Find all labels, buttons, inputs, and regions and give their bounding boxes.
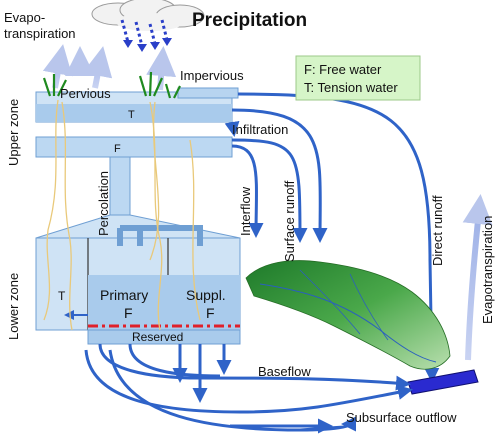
outlet (407, 369, 479, 395)
reserved-tank (87, 329, 241, 345)
upper-tension-label: T (128, 109, 135, 121)
legend-free-water: F: Free water (304, 62, 382, 77)
direct-runoff-arrow (237, 92, 440, 383)
lower-zone-label: Lower zone (6, 273, 21, 340)
baseflow-arrow (98, 343, 411, 391)
percolation-label: Percolation (96, 171, 111, 236)
evapotranspiration-left-line1: Evapo- (4, 10, 45, 25)
interflow-label: Interflow (238, 186, 253, 236)
supplementary-free-label: F (206, 305, 215, 321)
surface-runoff-label: Surface runoff (282, 180, 297, 262)
interflow-arrow (231, 144, 264, 238)
reserved-label: Reserved (132, 330, 183, 344)
primary-free-label: F (124, 305, 133, 321)
legend-tension-water: T: Tension water (304, 80, 398, 95)
subsurface-outflow-arrow (108, 349, 357, 432)
legend-box (295, 55, 421, 101)
lower-tension-label: T (58, 289, 66, 303)
terrain-icon (245, 260, 451, 370)
plant-icon (42, 71, 181, 99)
infiltration-arrow (224, 120, 240, 137)
percolation-pipe (109, 156, 131, 216)
surface-runoff-arrow (231, 138, 308, 243)
evapotranspiration-right-arrow (462, 194, 493, 361)
primary-label: Primary (100, 287, 148, 303)
evapotranspiration-right-label: Evapotranspiration (480, 216, 495, 324)
baseflow-arrow-2 (84, 349, 413, 414)
pervious-label: Pervious (60, 86, 111, 101)
impervious-surface (177, 87, 239, 99)
cloud-icon (91, 0, 205, 31)
baseflow-label: Baseflow (258, 364, 311, 379)
subsurface-outflow-label: Subsurface outflow (346, 410, 457, 425)
supplementary-label: Suppl. (186, 287, 226, 303)
upper-free-label: F (114, 143, 121, 155)
distribution-pipes (117, 225, 203, 246)
upper-zone-label: Upper zone (6, 99, 21, 166)
evapotranspiration-arrows (42, 44, 177, 91)
infiltration-label: Infiltration (232, 122, 288, 137)
plant-roots (43, 99, 201, 331)
evapotranspiration-left-line2: transpiration (4, 26, 76, 41)
precipitation-label: Precipitation (192, 10, 307, 31)
direct-runoff-label: Direct runoff (430, 195, 445, 266)
impervious-label: Impervious (180, 68, 244, 83)
rain-arrow-icon (120, 19, 172, 52)
